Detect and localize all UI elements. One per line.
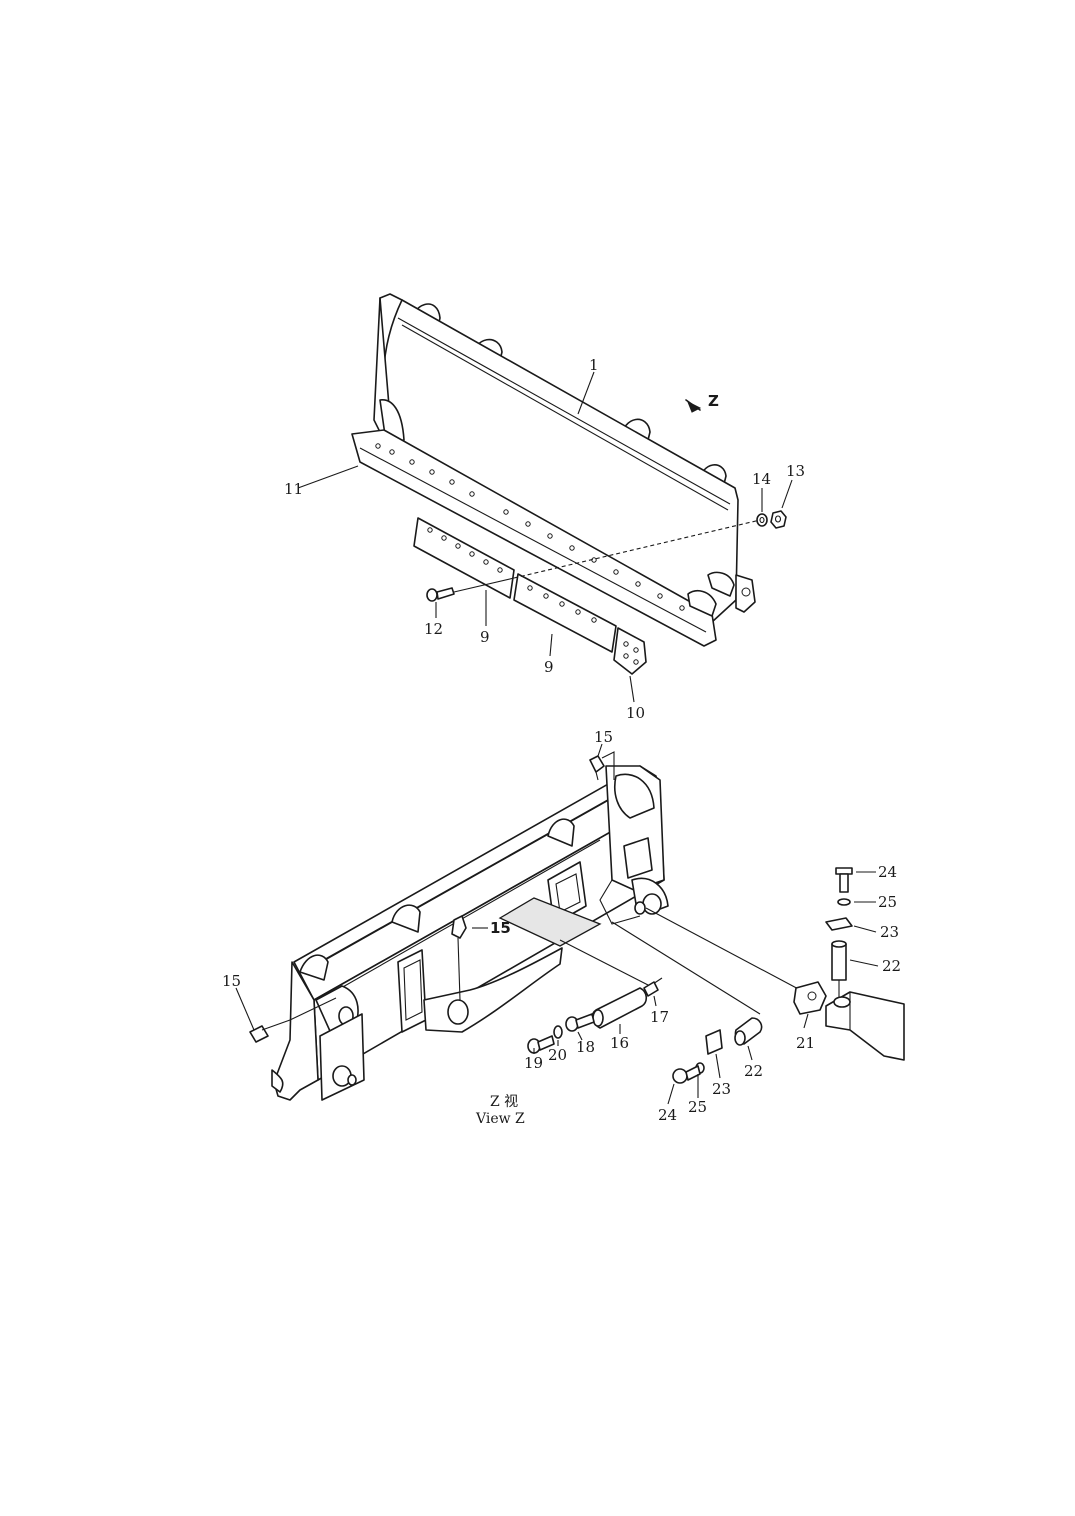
bolt-24-upper-icon bbox=[835, 867, 853, 893]
lock-plate-23-icon bbox=[705, 1029, 723, 1055]
view-caption-en: View Z bbox=[475, 1111, 525, 1127]
view-caption-cn: Z 视 bbox=[490, 1094, 518, 1110]
lock-plate-23-upper-icon bbox=[825, 917, 853, 931]
callout-16: 16 bbox=[610, 1034, 629, 1052]
callout-21: 21 bbox=[796, 1034, 815, 1052]
frame-gusset bbox=[299, 954, 329, 981]
pin-22-icon bbox=[734, 1017, 763, 1046]
callout-9: 9 bbox=[544, 658, 554, 676]
bracket-21-icon bbox=[793, 981, 827, 1015]
callout-24: 24 bbox=[878, 863, 897, 881]
segment-holes bbox=[427, 527, 503, 573]
callout-22: 22 bbox=[744, 1062, 763, 1080]
grease-fitting-15-icon bbox=[249, 997, 337, 1043]
callout-23: 23 bbox=[880, 923, 899, 941]
callout-12: 12 bbox=[424, 620, 443, 638]
end-bit bbox=[613, 627, 647, 675]
callout-11: 11 bbox=[284, 480, 303, 498]
callout-13: 13 bbox=[786, 462, 805, 480]
callout-10: 10 bbox=[626, 704, 645, 722]
callout-24: 24 bbox=[658, 1106, 677, 1124]
side-arm bbox=[825, 991, 905, 1061]
callout-17: 17 bbox=[650, 1008, 669, 1026]
callout-14: 14 bbox=[752, 470, 771, 488]
blade-base-strip bbox=[351, 429, 717, 647]
cutting-edge-segment bbox=[413, 517, 515, 599]
frame-left-end bbox=[273, 961, 319, 1101]
grease-fitting-15-icon bbox=[589, 755, 605, 781]
blade-assembly bbox=[351, 293, 787, 675]
bolt-12-icon bbox=[426, 587, 455, 602]
callout-9: 9 bbox=[480, 628, 490, 646]
callout-23: 23 bbox=[712, 1080, 731, 1098]
washer-20-icon bbox=[553, 1025, 563, 1039]
callout-19: 19 bbox=[524, 1054, 543, 1072]
frame-gusset bbox=[391, 904, 421, 933]
callout-15: 15 bbox=[490, 919, 511, 937]
callout-15: 15 bbox=[222, 972, 241, 990]
fitting-17-icon bbox=[643, 981, 659, 997]
callout-18: 18 bbox=[576, 1038, 595, 1056]
pin-22-vertical-icon bbox=[831, 940, 847, 981]
frame-slot bbox=[397, 949, 427, 1033]
callout-22: 22 bbox=[882, 957, 901, 975]
pin-16-icon bbox=[591, 987, 648, 1029]
callout-25: 25 bbox=[688, 1098, 707, 1116]
bolt-18-icon bbox=[565, 1013, 595, 1032]
callout-15: 15 bbox=[594, 728, 613, 746]
washer-14-icon bbox=[756, 513, 768, 527]
base-strip-holes bbox=[375, 443, 685, 611]
cutting-edge-segment bbox=[513, 573, 617, 653]
segment-holes bbox=[527, 585, 597, 623]
bolt-24-icon bbox=[672, 1065, 701, 1084]
grease-fitting-15-icon bbox=[451, 915, 467, 1001]
nut-13-icon bbox=[770, 510, 787, 529]
bolt-12-axis bbox=[453, 577, 515, 593]
bolt-19-icon bbox=[527, 1035, 555, 1054]
washer-25-upper-icon bbox=[837, 898, 851, 906]
frame-gusset bbox=[547, 818, 575, 847]
callout-25: 25 bbox=[878, 893, 897, 911]
callout-20: 20 bbox=[548, 1046, 567, 1064]
frame-assembly bbox=[249, 751, 905, 1101]
callout-1: 1 bbox=[589, 356, 599, 374]
view-z-marker: Z bbox=[708, 392, 719, 410]
